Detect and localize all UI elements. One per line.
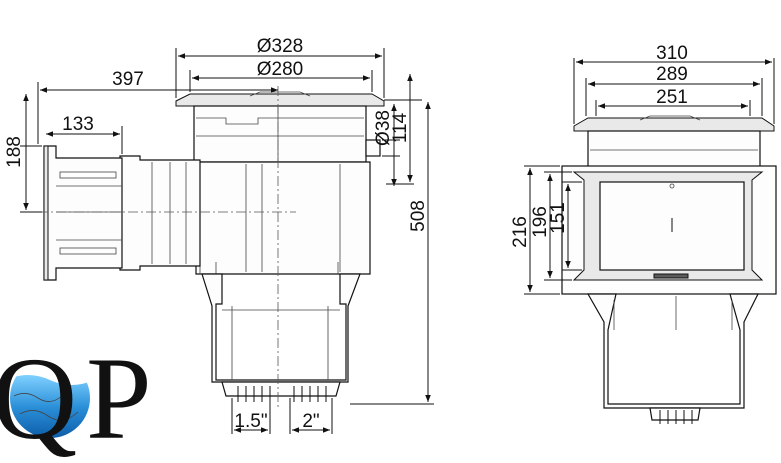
dim-height-196: 196: [530, 206, 551, 238]
skimmer-throat: [119, 155, 201, 271]
front-lid: [573, 117, 775, 132]
dim-length-133: 133: [62, 114, 94, 135]
dim-port-1-5-inch: 1.5": [234, 411, 267, 432]
water-icon: [10, 375, 90, 438]
dim-height-114: 114: [390, 112, 411, 143]
skimmer-lid: [175, 93, 385, 107]
logo-letter-q: Q: [0, 333, 77, 463]
skimmer-body: [195, 161, 371, 275]
dim-width-289: 289: [656, 64, 688, 85]
logo-letter-p: P: [86, 333, 152, 463]
dim-length-397: 397: [112, 69, 144, 90]
skimmer-flange: [43, 145, 123, 281]
dim-port-2-inch: 2": [302, 411, 319, 432]
skimmer-overflow-port: [365, 139, 381, 157]
front-basket-housing: [586, 293, 759, 409]
dim-width-251: 251: [656, 87, 688, 108]
dim-diameter-38: Ø38: [373, 110, 394, 146]
front-view: 310 289 251 216 196 151: [510, 43, 777, 424]
front-collar: [587, 130, 761, 168]
dim-height-216: 216: [510, 216, 531, 248]
skimmer-basket-housing: [201, 273, 361, 383]
qp-logo: Q P: [0, 333, 152, 463]
dim-height-508: 508: [408, 200, 429, 232]
dim-height-151: 151: [548, 202, 569, 234]
bottom-ribs: [237, 386, 327, 402]
skimmer-collar: [193, 105, 367, 163]
dim-diameter-280: Ø280: [257, 59, 303, 80]
dim-diameter-328: Ø328: [257, 36, 303, 57]
dim-height-188: 188: [4, 136, 25, 168]
dim-width-310: 310: [656, 43, 688, 64]
side-view: Ø328 Ø280 397 133 188 Ø38 114 508 1.5": [4, 36, 434, 434]
